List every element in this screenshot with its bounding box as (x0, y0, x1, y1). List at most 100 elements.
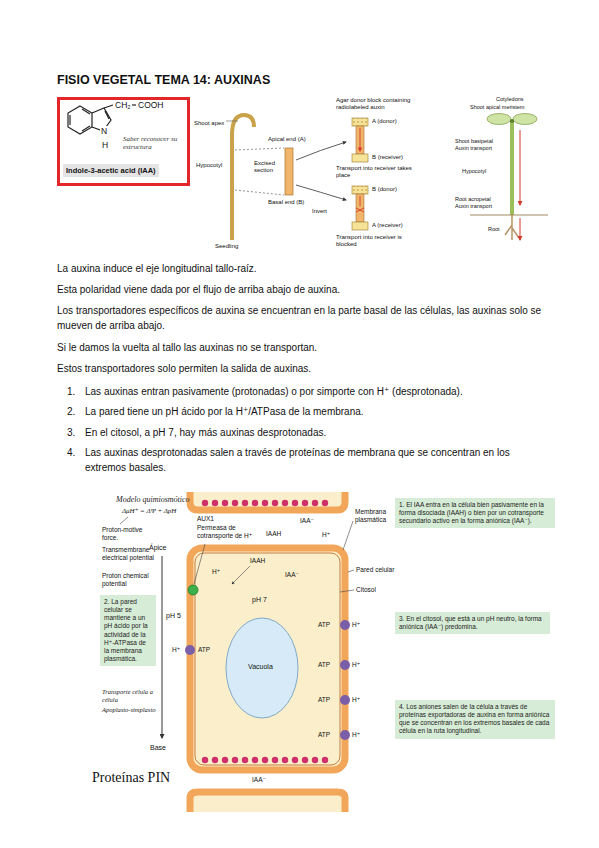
ion-label: H⁺ (352, 621, 360, 629)
part-label: Permeasa de cotransporte de H⁺ (197, 524, 257, 540)
figure-label: Root (488, 226, 500, 233)
handwritten-note: Modelo quimiosmótico (116, 495, 190, 505)
pin-protein (272, 757, 278, 763)
pin-protein (212, 500, 218, 506)
figure-label: B (donor) (372, 186, 397, 193)
body-text: La auxina induce el eje longitudinal tal… (57, 262, 549, 277)
pin-protein (312, 757, 318, 763)
ion-label: IAA⁻ (285, 571, 299, 579)
figure-label: Apical end (A) (268, 136, 306, 143)
annotation: Proton chemical potential (102, 572, 158, 588)
ion-label: IAA⁻ (252, 776, 266, 784)
ion-label: H⁺ (172, 646, 180, 654)
part-label: Pared celular (356, 566, 394, 574)
atp-label: ATP (318, 731, 330, 739)
part-label: Vacuola (248, 663, 273, 671)
pin-protein (322, 757, 328, 763)
atp-label: ATP (318, 661, 330, 669)
figure-label: Shoot apex (194, 120, 224, 127)
axis-label: Base (150, 744, 166, 752)
chem-atom: H (101, 140, 109, 150)
handwritten-note: Apoplasto-simplasto (102, 706, 155, 714)
ion-label: H⁺ (352, 731, 360, 739)
ion-label: H⁺ (212, 568, 220, 576)
node-text: 2. La pared celular se mantiene a un pH … (104, 598, 152, 663)
node-text: 3. En el citosol, que está a un pH neutr… (399, 615, 546, 631)
handwritten-note: ΔμH⁺ = ΔΨ + ΔpH (122, 507, 176, 515)
node-text: Indole-3-acetic acid (IAA) (66, 166, 156, 175)
body-text: Estos transportadores solo permiten la s… (57, 362, 549, 377)
callout-box: 3. En el citosol, que está a un pH neutr… (395, 612, 550, 634)
list-number: 3. (67, 426, 75, 441)
ph-label: pH 5 (166, 612, 181, 620)
chem-group: COOH (137, 100, 165, 110)
figure-label: Excised section (254, 160, 281, 174)
figure-label: Shoot apical meristem (470, 104, 524, 111)
pin-protein (202, 500, 208, 506)
pin-protein (272, 500, 278, 506)
ion-label: IAA⁻ (300, 517, 314, 525)
figure-label: Hypocotyl (462, 168, 486, 175)
chem-group: CH₂ (114, 100, 132, 110)
callout-box: 4. Los aniones salen de la célula a trav… (395, 700, 555, 739)
list-item: En el citosol, a pH 7, hay más auxinas d… (85, 426, 549, 441)
part-label: AUX1 (197, 515, 214, 523)
body-text: Los transportadores específicos de auxin… (57, 304, 549, 333)
pin-protein (202, 757, 208, 763)
figure-label: Invert (312, 208, 327, 215)
pin-protein (322, 500, 328, 506)
name-tag: Indole-3-acetic acid (IAA) (63, 164, 159, 177)
part-label: Citosol (356, 586, 376, 594)
pin-protein (232, 500, 238, 506)
ion-label: IAAH (250, 557, 265, 565)
figure-label: Agar donor block containing radiolabeled… (336, 97, 428, 111)
pin-protein (302, 500, 308, 506)
body-text: Esta polaridad viene dada por el flujo d… (57, 283, 549, 298)
list-number: 1. (67, 385, 75, 400)
ion-label: H⁺ (352, 661, 360, 669)
body-text: Si le damos la vuelta al tallo las auxin… (57, 341, 549, 356)
axis-label: Ápice (149, 544, 167, 552)
list-item: Las auxinas entran pasivamente (protonad… (85, 385, 549, 400)
pin-protein (252, 757, 258, 763)
handwritten-note: Transporte célula a célula (102, 688, 158, 704)
pin-protein (242, 757, 248, 763)
pin-protein (282, 757, 288, 763)
pin-protein (222, 500, 228, 506)
plant-figure (470, 114, 548, 241)
pin-protein (262, 757, 268, 763)
figure-label: B (receiver) (372, 154, 403, 161)
pin-protein (302, 757, 308, 763)
pin-protein (222, 757, 228, 763)
figure-label: Seedling (215, 243, 238, 250)
structure-box: Saber reconocer su estructuraIndole-3-ac… (57, 97, 190, 186)
atp-label: ATP (198, 646, 210, 654)
annotation: Proton-motive force. (102, 526, 158, 542)
list-item: Las auxinas desprotonadas salen a través… (85, 446, 549, 475)
node-text: 1. El IAA entra en la célula bien pasiva… (399, 501, 551, 525)
pin-protein (292, 757, 298, 763)
pin-protein (242, 500, 248, 506)
callout-box: 1. El IAA entra en la célula bien pasiva… (395, 498, 555, 528)
figure-label: A (donor) (372, 118, 397, 125)
pin-protein (212, 757, 218, 763)
atp-label: ATP (318, 696, 330, 704)
chem-atom: N (100, 126, 108, 136)
figure-label: Basal end (B) (268, 199, 304, 206)
figure-label: Root acropetal Auxin transport (455, 196, 503, 209)
figure-label: Cotyledons (496, 96, 524, 103)
pin-protein (282, 500, 288, 506)
ion-label: H⁺ (322, 531, 330, 539)
node-text: 4. Los aniones salen de la célula a trav… (399, 703, 551, 736)
figure-label: Shoot basipetal Auxin transport (455, 138, 503, 151)
ph-label: pH 7 (252, 596, 267, 604)
list-item: La pared tiene un pH ácido por la H⁺/ATP… (85, 405, 549, 420)
figure-label: A (receiver) (372, 222, 403, 229)
figure-label: Transport into receiver takes place (336, 165, 420, 179)
pin-protein (232, 757, 238, 763)
figure-label: Proteínas PIN (92, 770, 170, 787)
pin-protein (262, 500, 268, 506)
ion-label: H⁺ (352, 696, 360, 704)
figure-label: Transport into receiver is blocked (336, 234, 420, 248)
part-label: Membrana plasmática (355, 508, 393, 524)
